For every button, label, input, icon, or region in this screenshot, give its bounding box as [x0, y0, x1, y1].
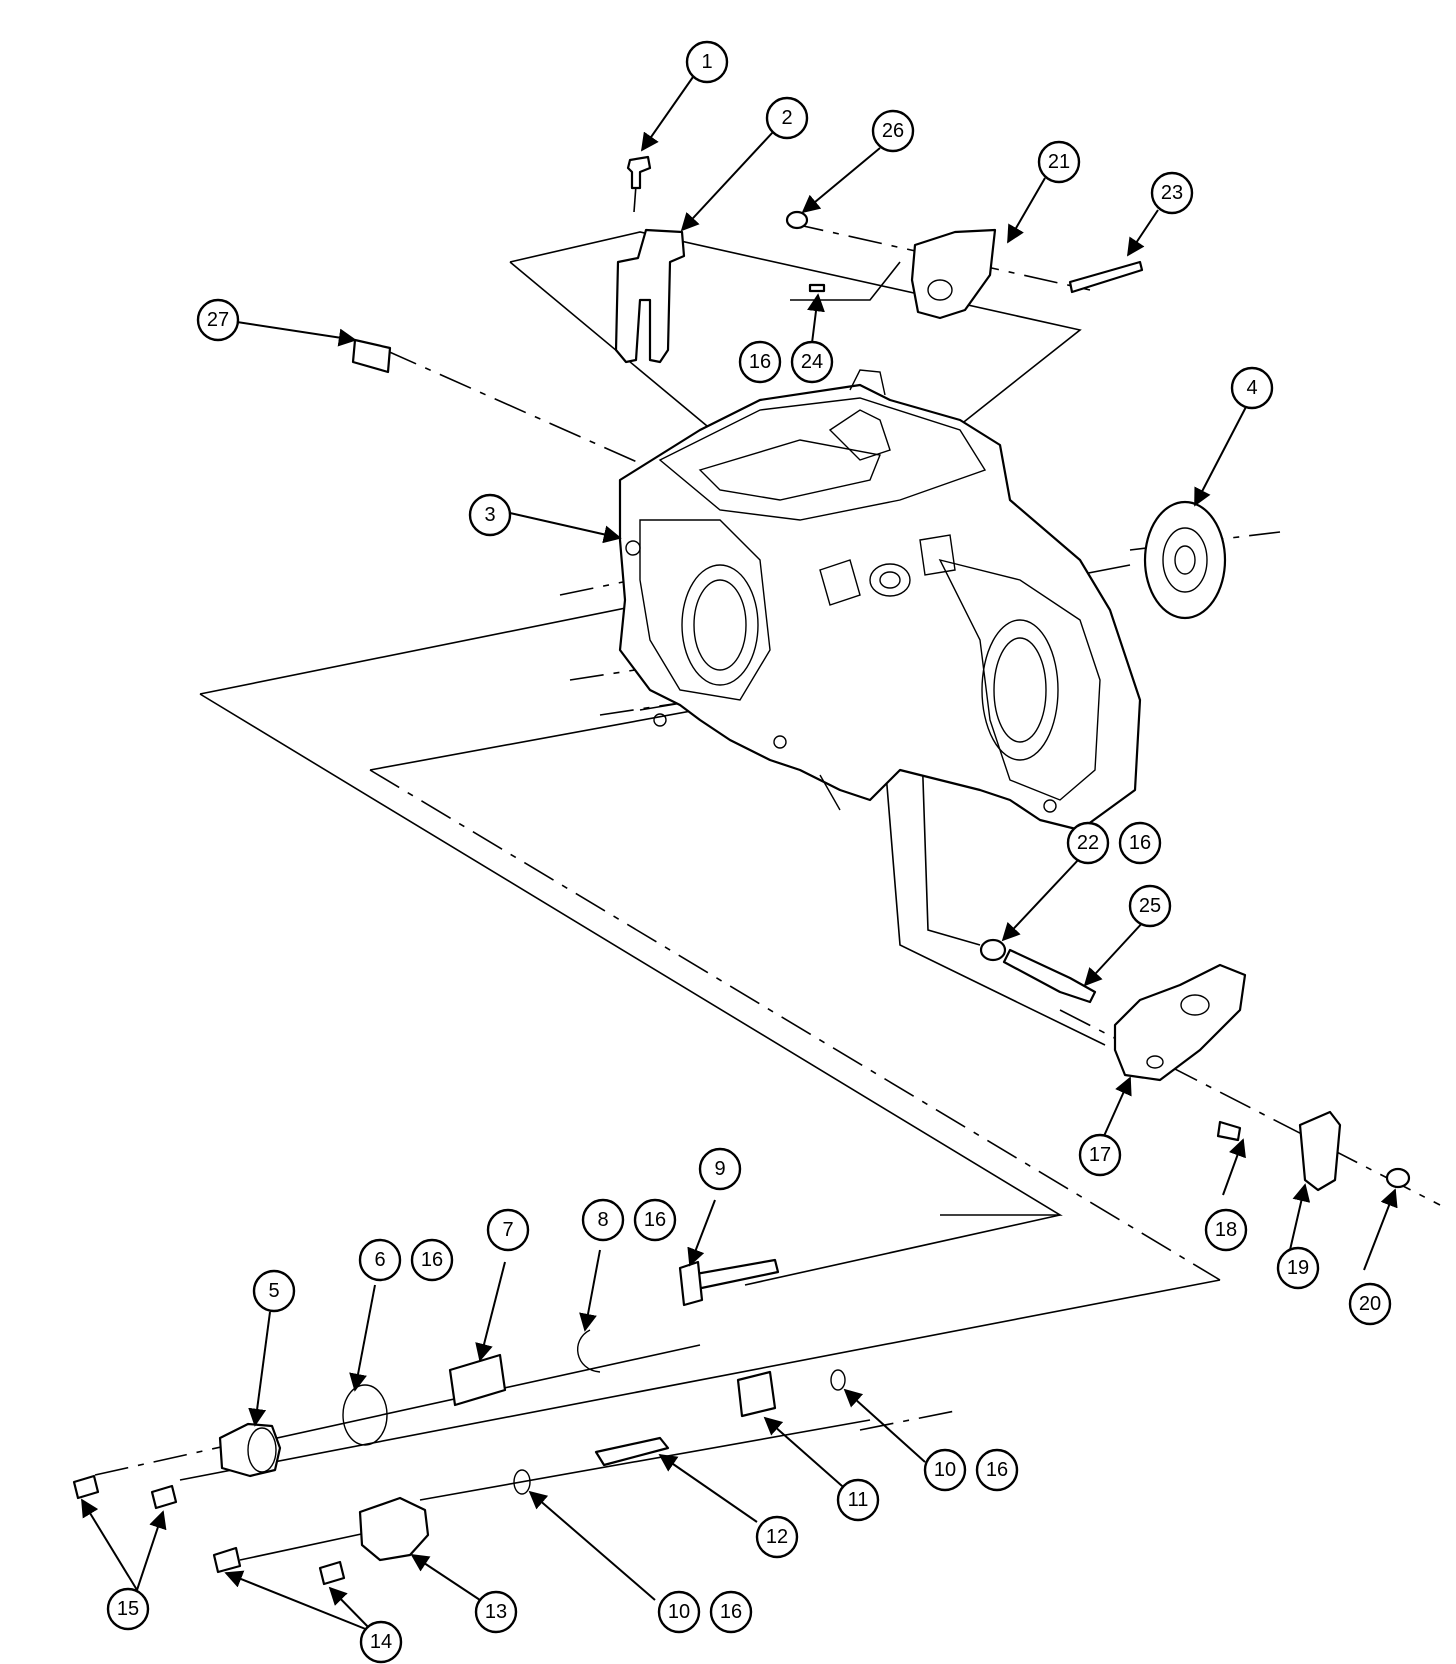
- svg-text:16: 16: [644, 1209, 666, 1231]
- svg-text:25: 25: [1139, 895, 1161, 917]
- callout-16-b: 16: [1118, 821, 1162, 865]
- part-bolt-14b: [318, 1560, 346, 1586]
- svg-text:8: 8: [597, 1209, 608, 1231]
- callout-20: 20: [1348, 1282, 1392, 1326]
- svg-text:7: 7: [502, 1219, 513, 1241]
- callout-3: 3: [468, 493, 512, 537]
- svg-text:9: 9: [714, 1158, 725, 1180]
- callout-27: 27: [196, 298, 240, 342]
- callout-11: 11: [836, 1478, 880, 1522]
- part-detent-plate-21: [910, 228, 997, 320]
- parts: [72, 155, 1411, 1586]
- part-nut-20: [1385, 1167, 1411, 1189]
- svg-text:12: 12: [766, 1526, 788, 1548]
- part-washer-10-upper: [830, 1369, 846, 1391]
- part-bolt-15a: [72, 1474, 100, 1500]
- part-bolt-15b: [150, 1484, 178, 1510]
- callout-7: 7: [486, 1208, 530, 1252]
- svg-text:4: 4: [1246, 377, 1257, 399]
- callout-9: 9: [698, 1147, 742, 1191]
- part-link-23: [1068, 260, 1144, 294]
- svg-text:11: 11: [848, 1489, 869, 1511]
- callout-6: 6: [358, 1238, 402, 1282]
- svg-text:2: 2: [781, 107, 792, 129]
- callout-12: 12: [755, 1515, 799, 1559]
- callout-23: 23: [1150, 171, 1194, 215]
- callout-14: 14: [359, 1620, 403, 1664]
- callout-5: 5: [252, 1269, 296, 1313]
- part-washer-10-lower: [513, 1469, 531, 1495]
- callout-8: 8: [581, 1198, 625, 1242]
- callout-19: 19: [1276, 1246, 1320, 1290]
- part-nut-26: [785, 210, 809, 230]
- part-bolt-1: [626, 155, 652, 190]
- part-shift-fork-2: [614, 228, 686, 364]
- part-shaft-12: [594, 1436, 670, 1467]
- svg-text:1: 1: [701, 51, 712, 73]
- svg-text:23: 23: [1161, 182, 1183, 204]
- callout-26: 26: [871, 109, 915, 153]
- callout-1: 1: [685, 40, 729, 84]
- callout-21: 21: [1037, 140, 1081, 184]
- svg-text:20: 20: [1359, 1293, 1381, 1315]
- callout-16-f: 16: [709, 1590, 753, 1634]
- callout-18: 18: [1204, 1208, 1248, 1252]
- transmission-case: [618, 369, 1142, 832]
- callout-arrows: [81, 76, 1398, 1633]
- svg-text:5: 5: [268, 1280, 279, 1302]
- part-pin-24: [808, 283, 826, 293]
- svg-text:16: 16: [421, 1249, 443, 1271]
- svg-text:24: 24: [801, 351, 823, 373]
- part-servo-cover-5: [218, 1422, 282, 1478]
- part-shaft-25: [1002, 948, 1097, 1004]
- callout-10-b: 10: [657, 1590, 701, 1634]
- part-snap-ring-8: [577, 1329, 601, 1373]
- svg-text:16: 16: [1129, 832, 1151, 854]
- part-spring-27: [351, 338, 392, 374]
- part-bolt-18: [1216, 1120, 1242, 1142]
- part-bearing-11: [736, 1370, 777, 1418]
- part-seal-4: [1143, 500, 1227, 620]
- callout-25: 25: [1128, 884, 1172, 928]
- svg-text:27: 27: [207, 309, 229, 331]
- svg-text:26: 26: [882, 120, 904, 142]
- svg-text:21: 21: [1048, 151, 1070, 173]
- svg-text:19: 19: [1287, 1257, 1309, 1279]
- svg-text:14: 14: [370, 1631, 392, 1653]
- svg-text:15: 15: [117, 1598, 139, 1620]
- callout-15: 15: [106, 1587, 150, 1631]
- part-spring-7: [448, 1353, 507, 1407]
- callout-2: 2: [765, 96, 809, 140]
- svg-text:18: 18: [1215, 1219, 1237, 1241]
- svg-text:13: 13: [485, 1601, 507, 1623]
- callout-22: 22: [1066, 821, 1110, 865]
- callout-16-d: 16: [410, 1238, 454, 1282]
- callout-24: 24: [790, 340, 834, 384]
- part-grommet-22: [979, 938, 1007, 962]
- svg-text:17: 17: [1089, 1144, 1111, 1166]
- svg-text:10: 10: [934, 1459, 956, 1481]
- callout-4: 4: [1230, 366, 1274, 410]
- svg-text:6: 6: [374, 1249, 385, 1271]
- part-shaft-9: [688, 1258, 780, 1292]
- callout-16-c: 16: [633, 1198, 677, 1242]
- part-lever-19: [1298, 1110, 1342, 1192]
- callout-13: 13: [474, 1590, 518, 1634]
- callout-16-e: 16: [975, 1448, 1019, 1492]
- callouts: 1 2 26 21 23 27 16 24 4 3 22 16 25 17 18…: [106, 40, 1392, 1664]
- svg-text:3: 3: [484, 504, 495, 526]
- part-cover-13: [358, 1496, 430, 1562]
- svg-text:10: 10: [668, 1601, 690, 1623]
- part-range-sensor-17: [1113, 963, 1247, 1082]
- svg-text:16: 16: [720, 1601, 742, 1623]
- svg-text:16: 16: [986, 1459, 1008, 1481]
- svg-text:16: 16: [749, 351, 771, 373]
- svg-text:22: 22: [1077, 832, 1099, 854]
- part-bolt-14a: [212, 1546, 242, 1574]
- callout-16-a: 16: [738, 340, 782, 384]
- callout-10-a: 10: [923, 1448, 967, 1492]
- callout-17: 17: [1078, 1133, 1122, 1177]
